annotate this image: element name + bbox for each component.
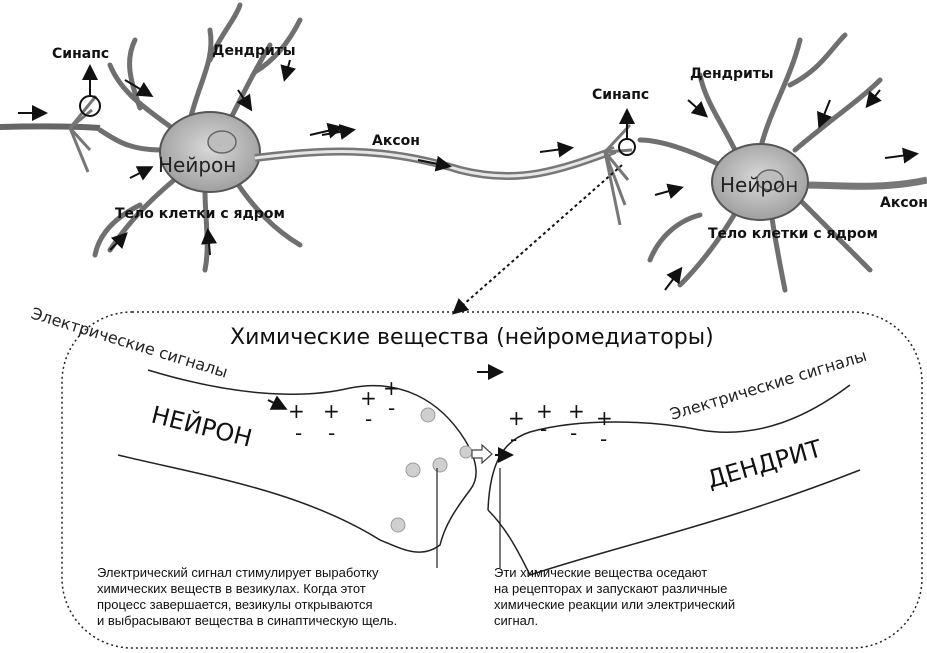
label-synapse-left: Синапс xyxy=(52,46,109,62)
inset-title: Химические вещества (нейромедиаторы) xyxy=(230,325,714,350)
note-left: Электрический сигнал стимулирует выработ… xyxy=(97,565,467,629)
svg-text:-: - xyxy=(600,427,607,451)
vesicles xyxy=(391,408,472,532)
svg-text:+: + xyxy=(568,399,585,423)
presynaptic-membrane xyxy=(148,370,476,552)
svg-text:-: - xyxy=(365,407,372,431)
svg-text:+: + xyxy=(323,399,340,423)
synapse-marker-right xyxy=(619,139,635,155)
label-axon-middle: Аксон xyxy=(372,133,420,149)
label-neuron-inset: НЕЙРОН xyxy=(149,400,256,453)
svg-text:+: + xyxy=(288,399,305,423)
label-axon-right: Аксон xyxy=(880,195,927,211)
svg-text:-: - xyxy=(295,421,302,445)
label-cell-body-right: Тело клетки с ядром xyxy=(708,226,878,242)
label-cell-body-left: Тело клетки с ядром xyxy=(115,206,285,222)
svg-text:-: - xyxy=(540,417,547,441)
signals-left-label: Электрические сигналы xyxy=(29,304,230,382)
charge-signs: + + + + - - - - + + + + - - - - xyxy=(268,376,613,451)
label-synapse-right: Синапс xyxy=(592,87,649,103)
label-neuron-left: Нейрон xyxy=(158,153,236,177)
label-dendrites-left: Дендриты xyxy=(212,43,296,59)
svg-text:-: - xyxy=(570,421,577,445)
zoom-pointer xyxy=(455,165,622,312)
label-neuron-right: Нейрон xyxy=(720,173,798,197)
label-dendrite-inset: ДЕНДРИТ xyxy=(704,434,825,493)
note-right: Эти химические вещества оседают на рецеп… xyxy=(494,565,824,629)
signals-right-label: Электрические сигналы xyxy=(668,346,869,424)
svg-text:-: - xyxy=(388,396,395,420)
label-dendrites-right: Дендриты xyxy=(690,66,774,82)
svg-text:-: - xyxy=(328,421,335,445)
svg-text:-: - xyxy=(510,427,517,451)
